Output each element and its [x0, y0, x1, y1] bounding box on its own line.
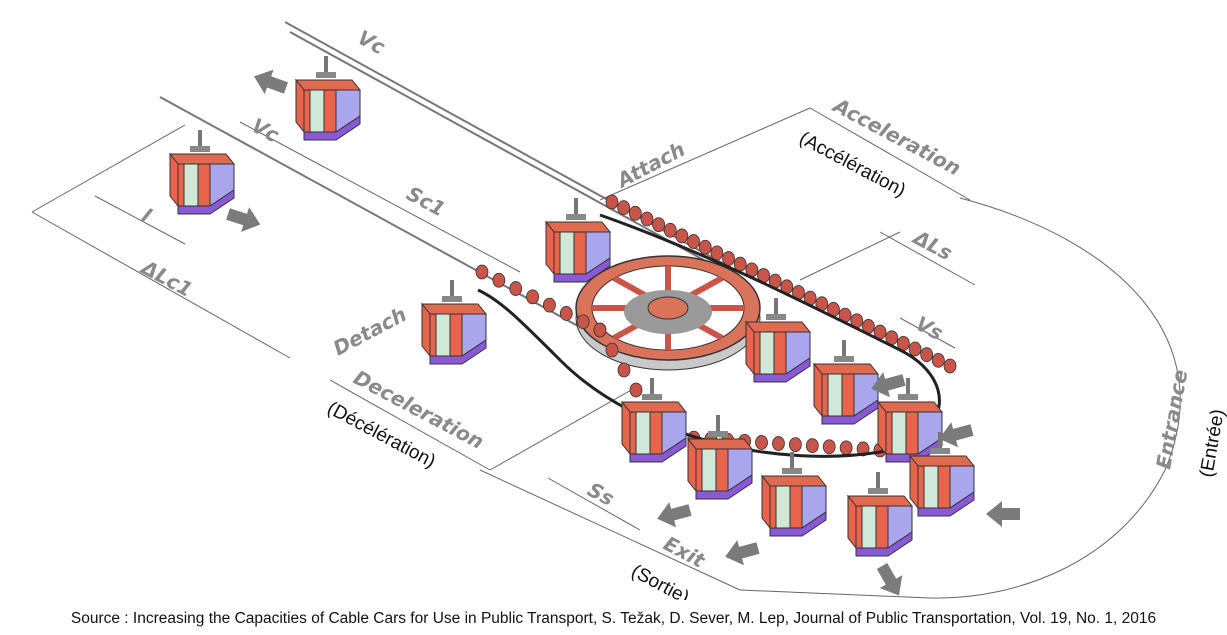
conveyor-tyre: [605, 342, 619, 358]
conveyor-tyre: [628, 205, 642, 221]
dim-line-lc1: [31, 211, 291, 359]
conveyor-tyre: [640, 211, 654, 227]
label-exit: Exit: [660, 531, 710, 573]
conveyor-tyre: [576, 314, 590, 330]
conveyor-tyre: [475, 264, 489, 280]
label-vs: Vs: [912, 311, 948, 345]
dim-line-vs: [899, 317, 956, 349]
conveyor-tyre: [652, 217, 666, 233]
dim-arc-entrance: [929, 197, 1181, 599]
dim-line-l: [94, 195, 186, 245]
dim-line-exit-end: [739, 589, 931, 599]
conveyor-tyre: [920, 347, 934, 363]
conveyor-tyre: [593, 322, 607, 338]
label-delta-lc1: ΔLc1: [136, 254, 197, 301]
conveyor-tyre: [663, 222, 677, 238]
label-vc-top: Vc: [354, 25, 390, 59]
conveyor-tyre: [675, 228, 689, 244]
lower-cable: [159, 96, 641, 361]
conveyor-tyre: [509, 281, 523, 296]
conveyor-tyre: [931, 352, 945, 368]
cabin-station-6: [761, 451, 827, 537]
arrow-exit-b: [721, 535, 762, 570]
conveyor-tyre: [526, 289, 539, 305]
cabin-station-2: [813, 339, 879, 425]
conveyor-tyre: [822, 439, 836, 455]
cabin-left-line: [169, 129, 235, 215]
dim-line-lc1-ext: [31, 124, 186, 213]
conveyor-tyre: [722, 251, 735, 266]
arrow-entrance: [986, 501, 1020, 527]
cabin-station-5: [687, 414, 753, 500]
dim-line-exit: [479, 469, 741, 591]
label-attach: Attach: [611, 137, 689, 193]
cable-car-station-diagram: Vc Vc Sc1 l ΔLc1 Attach Detach Accelerat…: [31, 21, 1227, 600]
cabin-station-7: [847, 471, 913, 557]
bullwheel: [575, 255, 761, 371]
conveyor-tyre: [617, 362, 631, 378]
conveyor-tyre: [788, 437, 802, 453]
arrow-right-left: [223, 201, 265, 237]
arrow-left-top: [249, 64, 291, 101]
conveyor-tyre: [492, 272, 506, 288]
label-detach: Detach: [329, 302, 410, 360]
conveyor-tyre: [698, 239, 712, 255]
conveyor-tyre: [687, 234, 700, 249]
conveyor-tyre: [710, 245, 724, 261]
conveyor-tyre: [543, 297, 556, 313]
cabin-attach: [545, 197, 611, 283]
conveyor-tyre: [559, 306, 573, 321]
arrow-exit-a: [653, 497, 694, 532]
label-delta-ls: ΔLs: [908, 224, 957, 265]
conveyor-tyre: [772, 436, 785, 451]
label-entrance-fr: (Entrée): [1196, 408, 1227, 479]
dim-line-decel-ext: [489, 384, 641, 471]
cabin-detach: [421, 279, 487, 365]
label-entrance: Entrance: [1151, 368, 1192, 471]
dim-line-decel: [329, 379, 491, 471]
conveyor-tyre: [943, 358, 957, 374]
dim-line-accel: [809, 107, 971, 201]
label-l: l: [138, 203, 156, 228]
dim-line-ss: [547, 477, 641, 531]
label-ss: Ss: [584, 477, 619, 511]
arrow-exit-c: [870, 559, 911, 600]
dim-line-sc1: [239, 121, 521, 273]
label-exit-fr: (Sortie): [628, 561, 693, 600]
cabin-top-line: [295, 55, 361, 141]
conveyor-tyre: [908, 341, 922, 357]
conveyor-tyre: [839, 440, 853, 456]
conveyor-tyre: [755, 435, 768, 450]
dim-line-ls-ext: [799, 231, 901, 281]
conveyor-tyre: [805, 438, 819, 454]
label-sc1: Sc1: [403, 181, 450, 221]
dim-line-ls: [879, 231, 976, 286]
source-caption: Source : Increasing the Capacities of Ca…: [70, 610, 1157, 627]
conveyor-tyre: [617, 200, 631, 216]
conveyor-tyre: [629, 382, 643, 398]
conveyor-tyre: [605, 194, 619, 210]
dim-line-accel-ext: [599, 107, 811, 201]
